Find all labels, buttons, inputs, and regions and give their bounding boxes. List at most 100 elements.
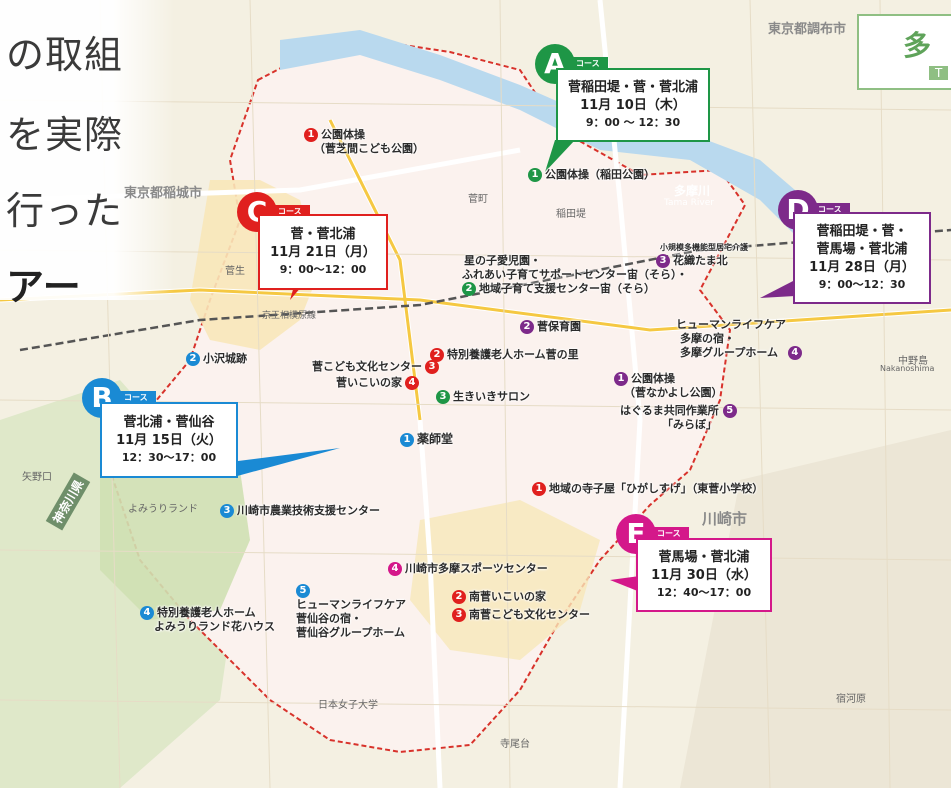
- place-c2-num: 2: [520, 320, 534, 334]
- title-backdrop: [0, 0, 175, 300]
- pointer-b: [230, 448, 340, 478]
- course-b-box[interactable]: 菅北浦・菅仙谷 11月 15日（火） 12：30〜17：00: [100, 402, 238, 478]
- course-c-area: 菅・菅北浦: [290, 227, 356, 242]
- course-c-box[interactable]: 菅・菅北浦 11月 21日（月） 9：00〜12：00: [258, 214, 388, 290]
- place-d5-l1: はぐるま共同作業所: [620, 404, 719, 417]
- title-line-3: 行った: [6, 189, 124, 233]
- label-yanoguchi: 矢野口: [22, 472, 52, 483]
- course-a-tag: コース: [570, 57, 608, 70]
- place-e2-num: 2: [452, 590, 466, 604]
- place-d5-num: 5: [722, 404, 737, 418]
- place-d1-l2: （菅なかよし公園）: [624, 386, 723, 399]
- place-a2-l1: 星の子愛児園・: [464, 254, 541, 267]
- place-e1-text: 地域の寺子屋「ひがしすげ」（東菅小学校）: [549, 482, 764, 495]
- label-teraodai: 寺尾台: [500, 739, 530, 750]
- place-d4-l1: ヒューマンライフケア: [676, 318, 786, 331]
- tama-logo: 多 T: [857, 14, 951, 90]
- place-e3-text: 南菅こども文化センター: [469, 608, 590, 621]
- pointer-d: [760, 280, 795, 298]
- course-b-time: 12：30〜17：00: [121, 451, 217, 464]
- course-c-time: 9：00〜12：00: [279, 263, 367, 276]
- place-a3-text: 花織たま北: [673, 254, 728, 267]
- label-sugao: 菅生: [225, 266, 245, 277]
- label-jwu: 日本女子大学: [318, 700, 378, 711]
- city-tokyo-inagi: 東京都稲城市: [124, 186, 203, 201]
- place-c2-text: 菅保育園: [537, 320, 581, 333]
- place-b4-l2: よみうりランド花ハウス: [154, 620, 275, 633]
- course-e-box[interactable]: 菅馬場・菅北浦 11月 30日（水） 12：40〜17：00: [636, 538, 772, 612]
- course-d-area-1: 菅稲田堤・菅・: [816, 224, 908, 239]
- place-c1-l2: （菅芝間こども公園）: [314, 142, 424, 155]
- place-b5[interactable]: 5 ヒューマンライフケア 菅仙谷の宿・ 菅仙谷グループホーム: [296, 584, 406, 640]
- label-tama-river-en: Tama River: [664, 198, 714, 208]
- place-e2a-num: 2: [430, 348, 444, 362]
- place-d1-l1: 公園体操: [631, 372, 675, 385]
- greenery-east: [680, 430, 951, 788]
- place-e4-text: 川崎市多摩スポーツセンター: [405, 562, 548, 575]
- place-d4-l2: 多摩の宿・: [680, 332, 735, 345]
- place-a3-small: 小規模多機能型居宅介護: [660, 243, 748, 252]
- place-b4-num: 4: [140, 606, 154, 620]
- place-b1-text: 薬師堂: [417, 432, 454, 446]
- course-d-box[interactable]: 菅稲田堤・菅・ 菅馬場・菅北浦 11月 28日（月） 9：00〜12：30: [793, 212, 931, 304]
- hill-green: [100, 440, 250, 620]
- city-kawasaki: 川崎市: [702, 510, 748, 528]
- place-e2-text: 南菅いこいの家: [469, 590, 546, 603]
- place-c1-num: 1: [304, 128, 318, 142]
- place-a3b-num: 3: [436, 390, 450, 404]
- logo-sub: T: [929, 66, 949, 80]
- place-d4[interactable]: ヒューマンライフケア 多摩の宿・ 多摩グループホーム 4: [676, 318, 805, 360]
- label-keio-line: 京王相模原線: [262, 311, 317, 321]
- label-yomiuri: よみうりランド: [128, 504, 198, 515]
- course-a-box[interactable]: 菅稲田堤・菅・菅北浦 11月 10日（木） 9：00 〜 12：30: [556, 68, 710, 142]
- place-a3-num: 3: [656, 254, 670, 268]
- course-e-tag: コース: [651, 527, 689, 540]
- course-a-date: 11月 10日（木）: [580, 98, 686, 113]
- place-d4-num: 4: [787, 346, 802, 360]
- title-line-2: を実際: [6, 113, 124, 157]
- pointer-e: [610, 576, 640, 592]
- label-shukugawara: 宿河原: [836, 694, 866, 705]
- label-sugamachi: 菅町: [468, 194, 488, 205]
- place-e1-num: 1: [532, 482, 546, 496]
- place-d4-l3: 多摩グループホーム: [680, 346, 779, 359]
- label-tama-river: 多摩川: [674, 184, 711, 198]
- place-b3-num: 3: [220, 504, 234, 518]
- course-b-date: 11月 15日（火）: [116, 433, 222, 448]
- place-a2-l3: 地域子育て支援センター宙（そら）: [479, 282, 655, 295]
- place-b4-l1: 特別養護老人ホーム: [157, 606, 256, 619]
- place-a2-l2: ふれあい子育てサポートセンター宙（そら）・: [462, 268, 688, 281]
- course-d-date: 11月 28日（月）: [809, 260, 915, 275]
- place-d1-num: 1: [614, 372, 628, 386]
- course-a-area: 菅稲田堤・菅・菅北浦: [567, 80, 698, 95]
- course-b-area: 菅北浦・菅仙谷: [123, 415, 215, 430]
- place-b5-l1: ヒューマンライフケア: [296, 598, 406, 611]
- course-e-date: 11月 30日（水）: [651, 568, 757, 583]
- place-a1-text: 公園体操（稲田公園）: [545, 168, 655, 181]
- title-line-1: の取組: [6, 33, 124, 77]
- course-a-badge[interactable]: A: [535, 44, 575, 84]
- place-d5-l2: 「みらぼ」: [662, 418, 717, 431]
- tama-river: [280, 30, 830, 240]
- place-c3-text: 菅こども文化センター: [312, 360, 422, 373]
- place-a2-num: 2: [462, 282, 476, 296]
